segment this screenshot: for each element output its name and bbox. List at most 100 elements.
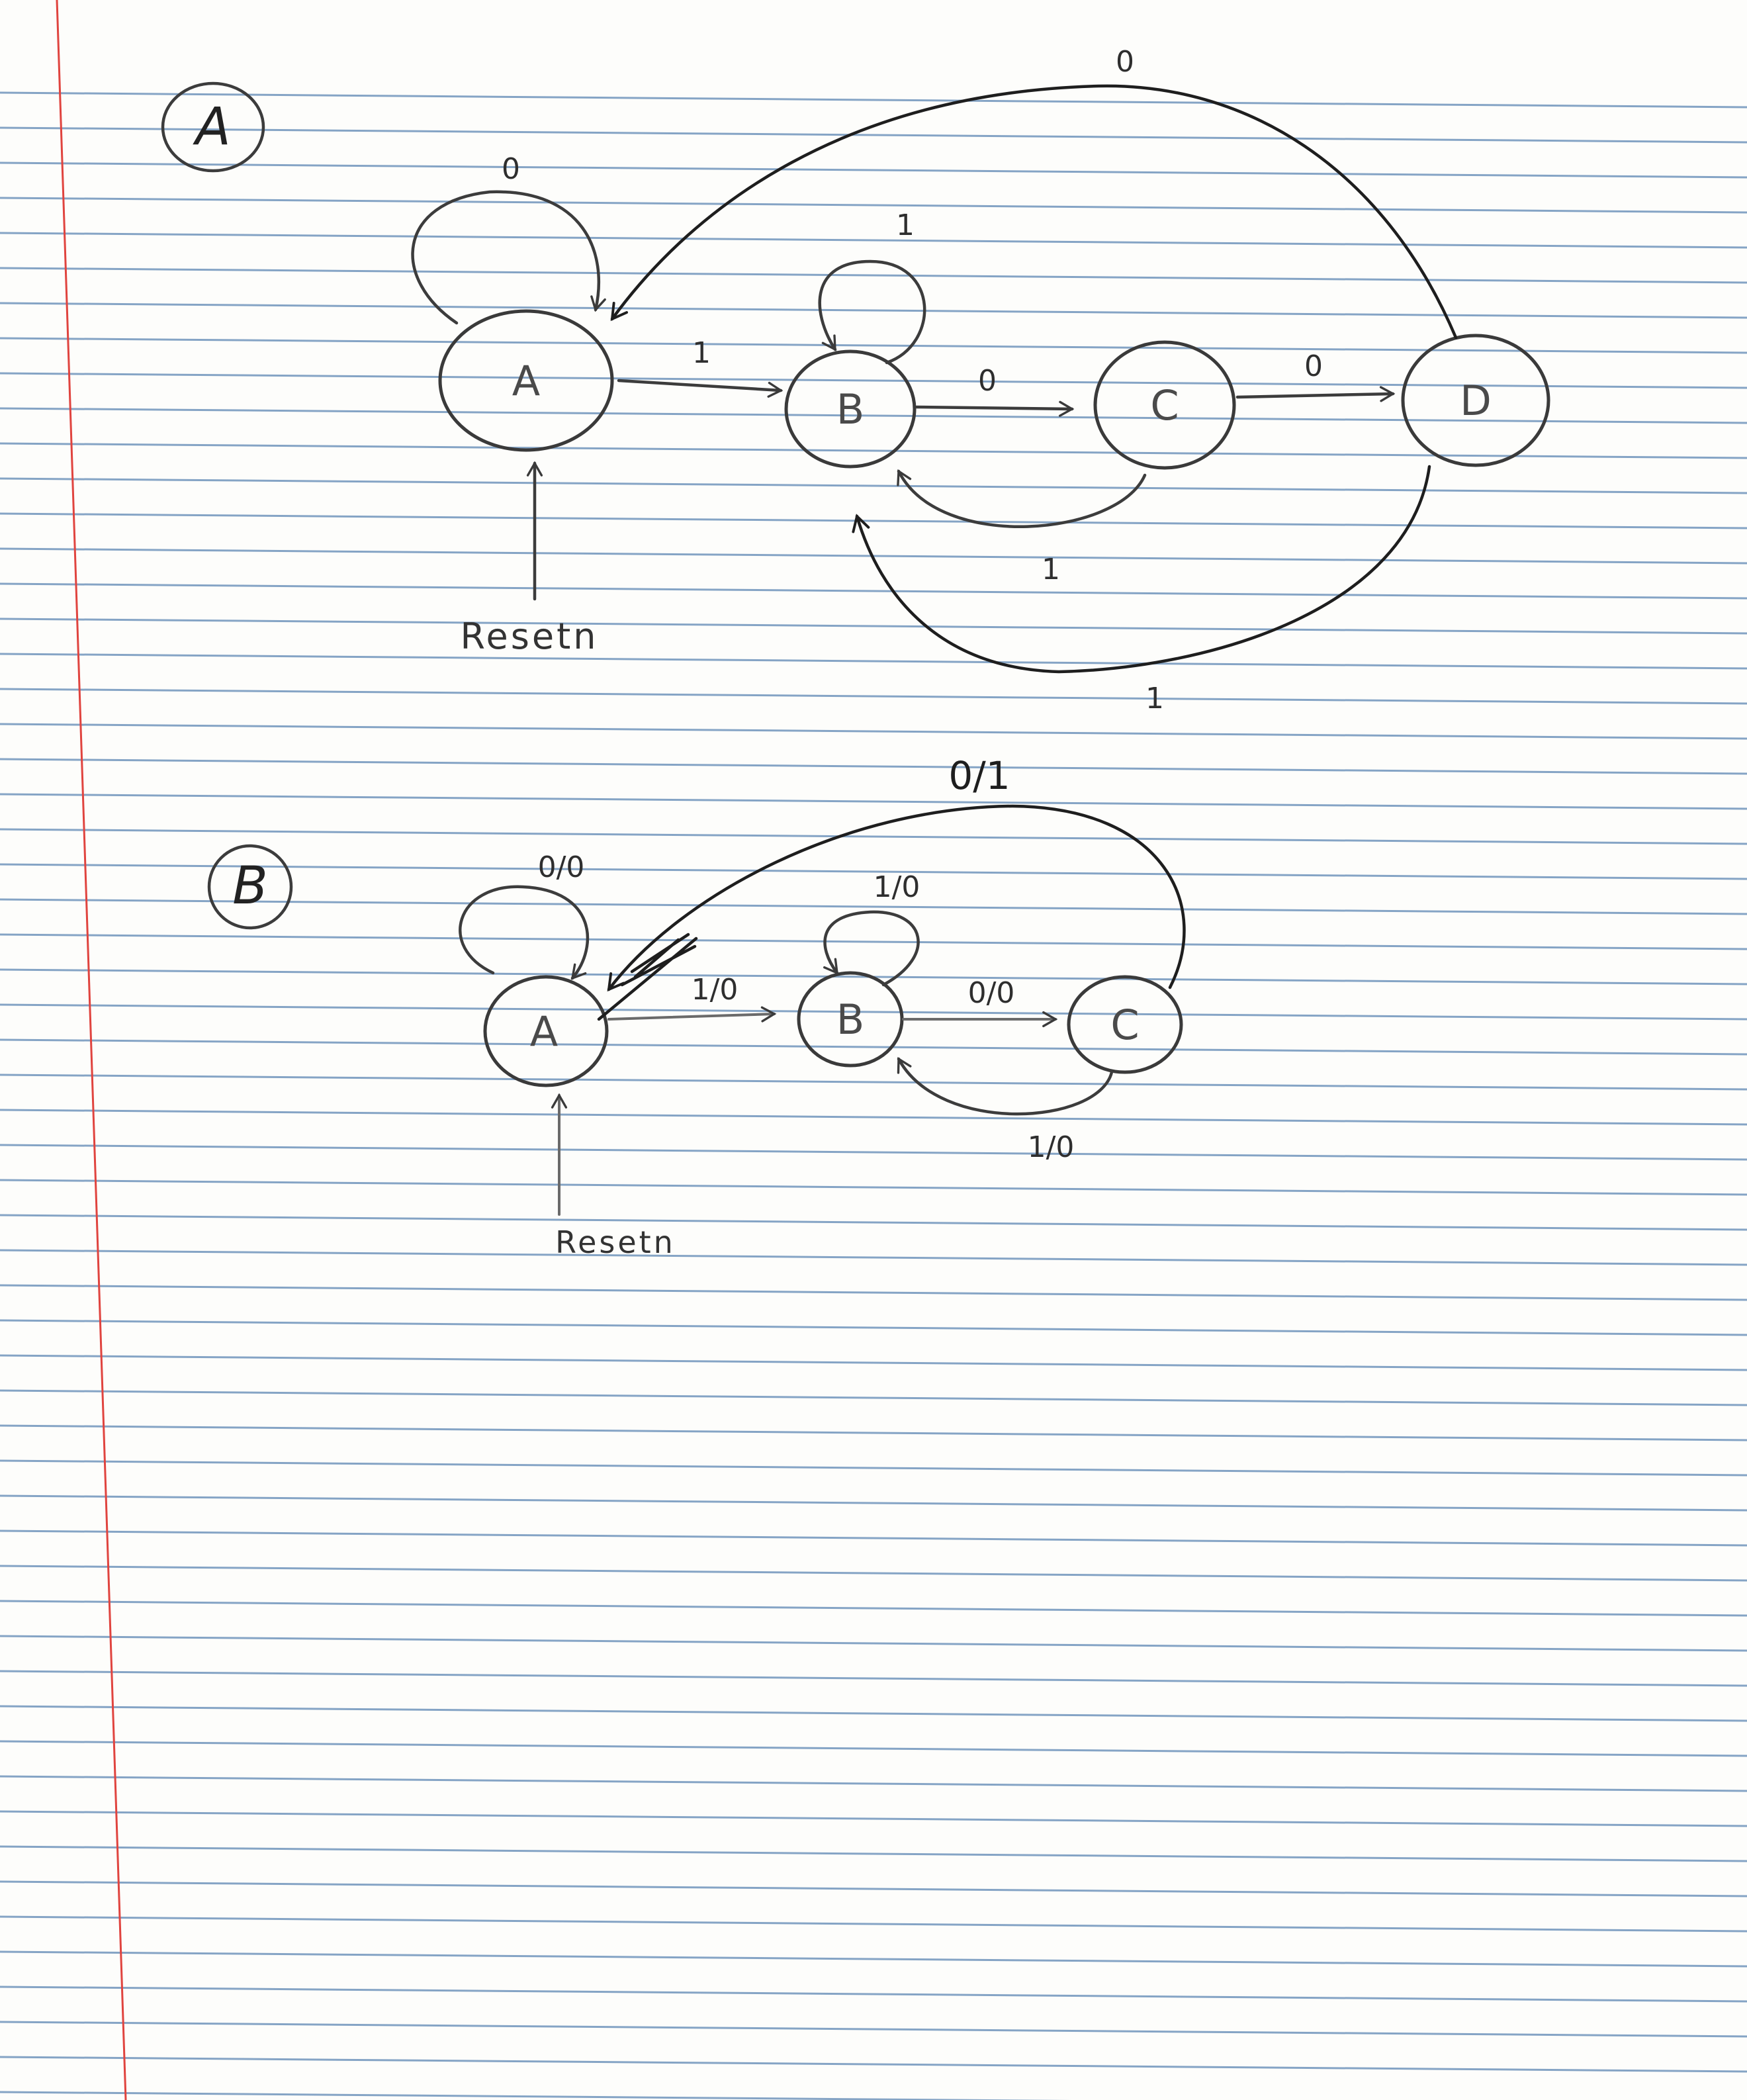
fsm-b-edge-c-a-label: 0/1 — [948, 753, 1010, 798]
ruled-line — [0, 1319, 1747, 1336]
ruled-line — [0, 1494, 1747, 1512]
ruled-line — [0, 1424, 1747, 1441]
ruled-line — [0, 898, 1747, 915]
fsm-a-edge-c-b — [897, 469, 1147, 529]
ruled-line — [0, 828, 1747, 845]
fsm-diagram-b: B A B C Resetn 0/0 1/0 1/0 0/0 1/0 0/1 — [207, 753, 1186, 1260]
fsm-a-state-b-label: B — [836, 385, 865, 434]
fsm-b-state-a-label: A — [530, 1007, 558, 1056]
ruled-line — [0, 1845, 1747, 1862]
fsm-b-edge-c-b — [897, 1057, 1114, 1116]
ruled-line — [0, 1144, 1747, 1161]
ruled-line — [0, 1986, 1747, 2003]
fsm-a-edge-d-a-label: 0 — [1116, 45, 1134, 79]
ruled-line — [0, 232, 1747, 249]
section-a-circle — [161, 81, 265, 173]
margin-line — [56, 0, 127, 2100]
ruled-line — [0, 1214, 1747, 1231]
ruled-line — [0, 126, 1747, 144]
fsm-b-loop-b — [823, 910, 920, 987]
fsm-a-state-c-label: C — [1150, 381, 1179, 430]
ruled-line — [0, 1354, 1747, 1371]
ruled-line — [0, 407, 1747, 424]
fsm-a-state-c — [1093, 340, 1236, 470]
ruled-line — [0, 1705, 1747, 1722]
fsm-a-edge-c-d-label: 0 — [1304, 349, 1323, 383]
fsm-a-edge-b-c-label: 0 — [978, 364, 997, 398]
ruled-line — [0, 1109, 1747, 1126]
ruled-line — [0, 1038, 1747, 1056]
fsm-b-state-b-label: B — [836, 995, 865, 1044]
fsm-a-reset-label: Resetn — [460, 616, 598, 657]
fsm-a-loop-b-label: 1 — [896, 208, 915, 242]
ruled-line — [0, 688, 1747, 705]
ruled-line — [0, 1950, 1747, 1968]
fsm-a-edge-d-b-label: 1 — [1145, 682, 1164, 715]
ruled-line — [0, 1249, 1747, 1266]
ruled-line — [0, 1635, 1747, 1652]
ruled-line — [0, 758, 1747, 775]
fsm-a-edge-d-b — [852, 465, 1431, 674]
ruled-line — [0, 1600, 1747, 1617]
ruled-line — [0, 723, 1747, 740]
fsm-a-edge-c-b-label: 1 — [1042, 553, 1060, 586]
fsm-b-edge-c-a-scribble — [597, 933, 698, 1021]
fsm-a-state-d — [1401, 334, 1550, 467]
ruled-line — [0, 337, 1747, 354]
fsm-a-state-b — [784, 349, 917, 469]
fsm-diagram-a: A A B C D Resetn 0 1 1 0 0 1 1 — [161, 45, 1550, 715]
ruled-line — [0, 2021, 1747, 2038]
ruled-line — [0, 267, 1747, 284]
ruled-line — [0, 1670, 1747, 1687]
ruled-line — [0, 1179, 1747, 1196]
section-b-circle — [207, 844, 293, 930]
ruled-line — [0, 161, 1747, 179]
ruled-line — [0, 1529, 1747, 1547]
fsm-a-edge-c-d — [1235, 386, 1396, 402]
ruled-line — [0, 1915, 1747, 1933]
fsm-a-loop-a — [411, 190, 606, 325]
fsm-a-loop-b — [818, 259, 926, 365]
ruled-line — [0, 2091, 1073, 2100]
ruled-line — [0, 1740, 1747, 1757]
ruled-line — [0, 1284, 1747, 1301]
ruled-line — [0, 91, 1747, 109]
fsm-b-edge-c-a — [607, 804, 1186, 992]
ruled-line — [0, 1003, 1747, 1021]
ruled-line — [0, 1459, 1747, 1477]
fsm-b-edge-c-b-label: 1/0 — [1028, 1130, 1075, 1164]
ruled-line — [0, 1073, 1747, 1091]
ruled-line — [0, 197, 1747, 214]
fsm-b-edge-b-c-label: 0/0 — [968, 976, 1015, 1010]
ruled-line — [0, 512, 1747, 529]
fsm-b-loop-a-label: 0/0 — [538, 850, 585, 884]
fsm-b-edge-a-b — [607, 1006, 777, 1023]
ruled-lines — [0, 91, 1747, 2100]
ruled-line — [0, 933, 1747, 950]
ruled-line — [0, 477, 1747, 494]
fsm-b-state-c-label: C — [1110, 1001, 1139, 1049]
fsm-b-loop-a — [459, 885, 590, 980]
ruled-line — [0, 1775, 1747, 1792]
ruled-line — [0, 793, 1747, 810]
fsm-b-reset-label: Resetn — [555, 1224, 676, 1260]
ruled-line — [0, 372, 1747, 389]
fsm-a-state-a-label: A — [512, 357, 540, 405]
fsm-b-edge-a-b-label: 1/0 — [692, 973, 739, 1007]
ruled-line — [0, 1880, 1747, 1897]
ruled-line — [0, 1565, 1747, 1582]
ruled-line — [0, 2056, 1747, 2073]
section-b-label: B — [232, 856, 268, 916]
fsm-a-edge-a-b-label: 1 — [692, 336, 711, 370]
section-a-label: A — [192, 97, 230, 157]
ruled-line — [0, 442, 1747, 459]
ruled-line — [0, 617, 1747, 635]
fsm-a-edge-a-b — [617, 379, 784, 398]
ruled-line — [0, 302, 1747, 319]
ruled-line — [0, 653, 1747, 670]
fsm-b-state-c — [1067, 975, 1183, 1074]
fsm-b-state-a — [483, 975, 609, 1087]
fsm-a-loop-a-label: 0 — [502, 152, 520, 186]
ruled-line — [0, 863, 1747, 880]
